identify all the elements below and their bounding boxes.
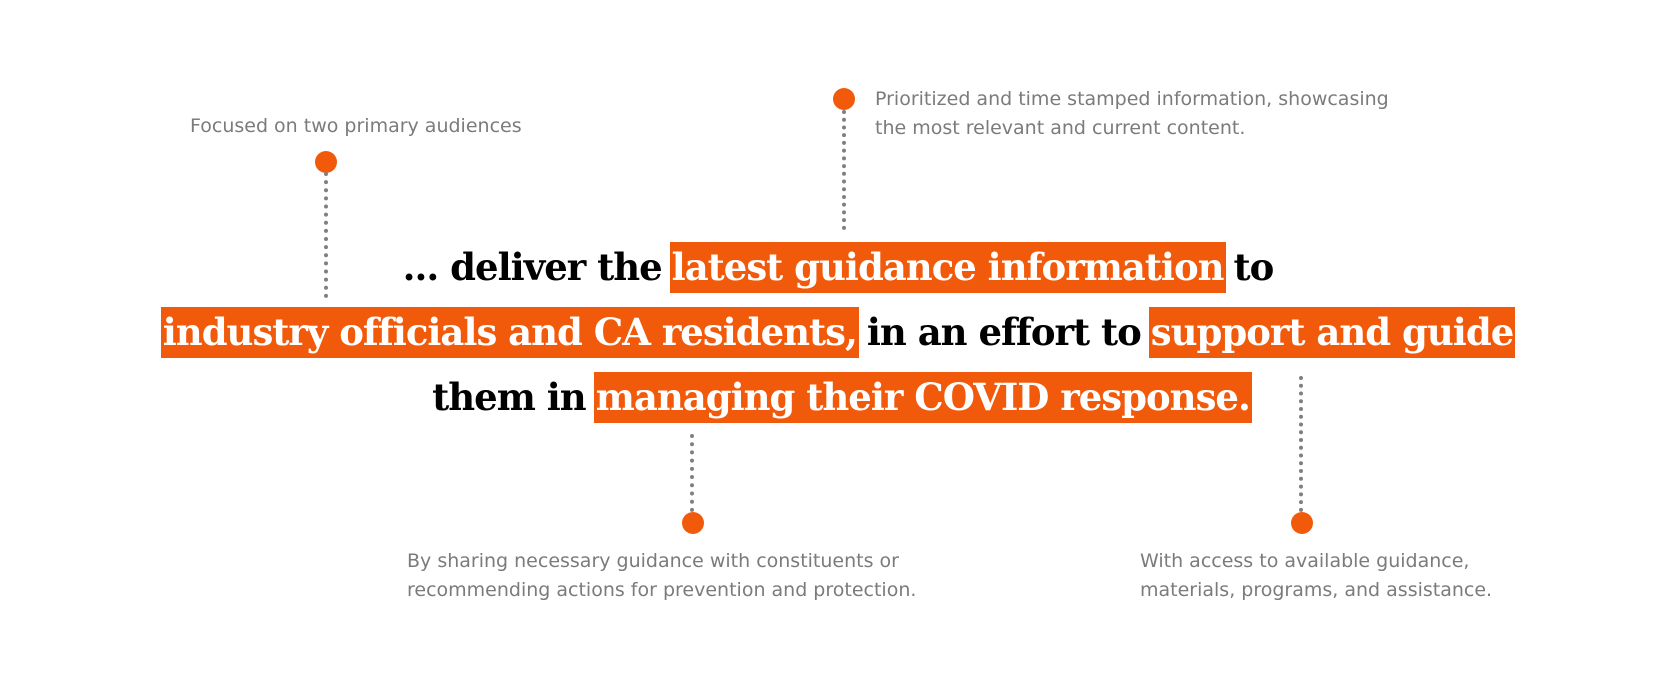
connector-line-latest bbox=[842, 110, 846, 230]
annotation-support-line-2: materials, programs, and assistance. bbox=[1140, 579, 1493, 601]
connector-line-managing bbox=[690, 434, 694, 512]
sentence-line-2-text-a: in an effort to bbox=[866, 310, 1142, 354]
sentence-line-2: industry officials and CA residents,in a… bbox=[0, 307, 1676, 358]
annotation-latest-line-1: Prioritized and time stamped information… bbox=[875, 88, 1389, 110]
annotation-managing-line-2: recommending actions for prevention and … bbox=[407, 579, 917, 601]
annotation-audiences-line-1: Focused on two primary audiences bbox=[190, 115, 522, 137]
annotation-support-line-1: With access to available guidance, bbox=[1140, 550, 1470, 572]
sentence-line-1-text-b: to bbox=[1233, 245, 1275, 289]
connector-dot-audiences bbox=[315, 151, 337, 173]
connector-dot-managing bbox=[682, 512, 704, 534]
connector-dot-support bbox=[1291, 512, 1313, 534]
annotation-support: With access to available guidance, mater… bbox=[1140, 547, 1492, 605]
annotation-latest-line-2: the most relevant and current content. bbox=[875, 117, 1246, 139]
sentence-line-3-text-a: them in bbox=[432, 375, 587, 419]
highlight-support-guide: support and guide bbox=[1148, 307, 1516, 358]
highlight-audiences: industry officials and CA residents, bbox=[160, 307, 859, 358]
highlight-latest-guidance: latest guidance information bbox=[669, 242, 1226, 293]
highlight-managing-response: managing their COVID response. bbox=[593, 372, 1252, 423]
annotation-latest: Prioritized and time stamped information… bbox=[875, 85, 1389, 143]
connector-dot-latest bbox=[833, 88, 855, 110]
annotation-managing-line-1: By sharing necessary guidance with const… bbox=[407, 550, 899, 572]
annotation-managing: By sharing necessary guidance with const… bbox=[407, 547, 916, 605]
annotation-audiences: Focused on two primary audiences bbox=[190, 112, 522, 141]
sentence-line-1-text-a: ... deliver the bbox=[402, 245, 663, 289]
connector-line-audiences bbox=[324, 172, 328, 298]
connector-line-support bbox=[1299, 376, 1303, 512]
